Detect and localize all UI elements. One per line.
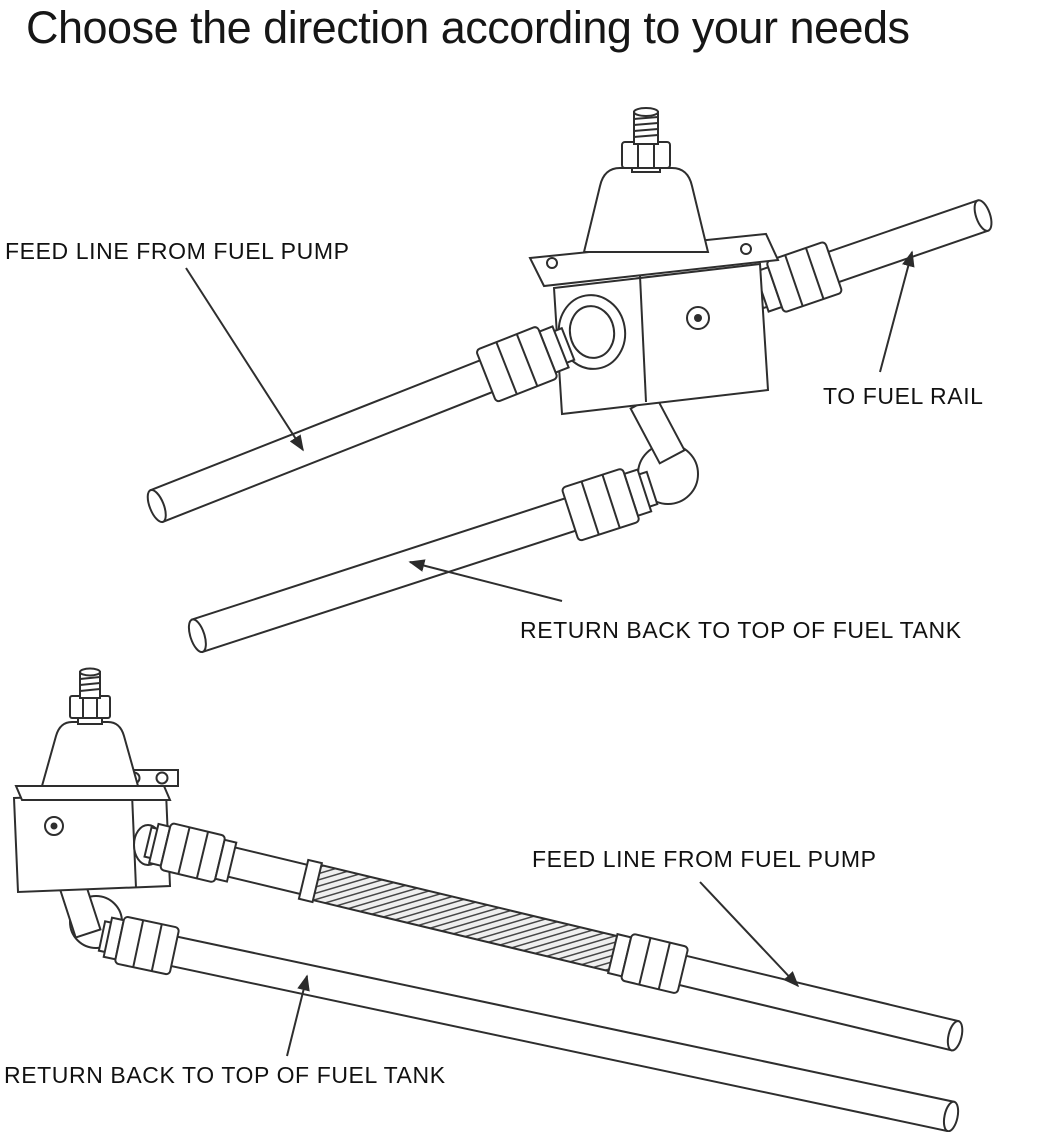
top-regulator-dome: [582, 167, 710, 253]
bottom-regulator-flange: [14, 785, 172, 801]
top-rail-tube: [751, 199, 993, 313]
label-bottom-feed-line: FEED LINE FROM FUEL PUMP: [532, 846, 877, 872]
label-top-return-line: RETURN BACK TO TOP OF FUEL TANK: [520, 617, 962, 643]
flange-bolt-hole: [740, 243, 752, 255]
label-top-feed-line: FEED LINE FROM FUEL PUMP: [5, 238, 350, 264]
label-to-fuel-rail: TO FUEL RAIL: [823, 383, 984, 409]
bottom-return-hex-fitting: [114, 916, 180, 976]
arrow-bottom-feed-line: [699, 881, 800, 988]
bottom-feed-tube: [143, 822, 964, 1052]
label-bottom-return-line: RETURN BACK TO TOP OF FUEL TANK: [4, 1062, 446, 1088]
arrow-top-feed-line: [185, 267, 304, 452]
bottom-return-tube: [97, 916, 960, 1132]
top-feed-tube: [146, 325, 576, 524]
arrow-to-fuel-rail: [879, 250, 915, 373]
flange-bolt-hole: [546, 257, 558, 269]
page-title: Choose the direction according to your n…: [26, 2, 910, 53]
top-return-hex-fitting: [561, 468, 640, 542]
braided-hose-hex-fitting: [620, 933, 689, 994]
arrow-bottom-return-line: [286, 974, 310, 1057]
top-locknut: [621, 141, 671, 169]
arrow-top-return-line: [408, 559, 563, 602]
bottom-locknut: [69, 695, 111, 719]
callout-arrows: [185, 250, 915, 1057]
bottom-regulator-assembly: [12, 667, 964, 1132]
braided-hose-section: [307, 862, 621, 973]
bottom-regulator-dome: [40, 721, 140, 787]
